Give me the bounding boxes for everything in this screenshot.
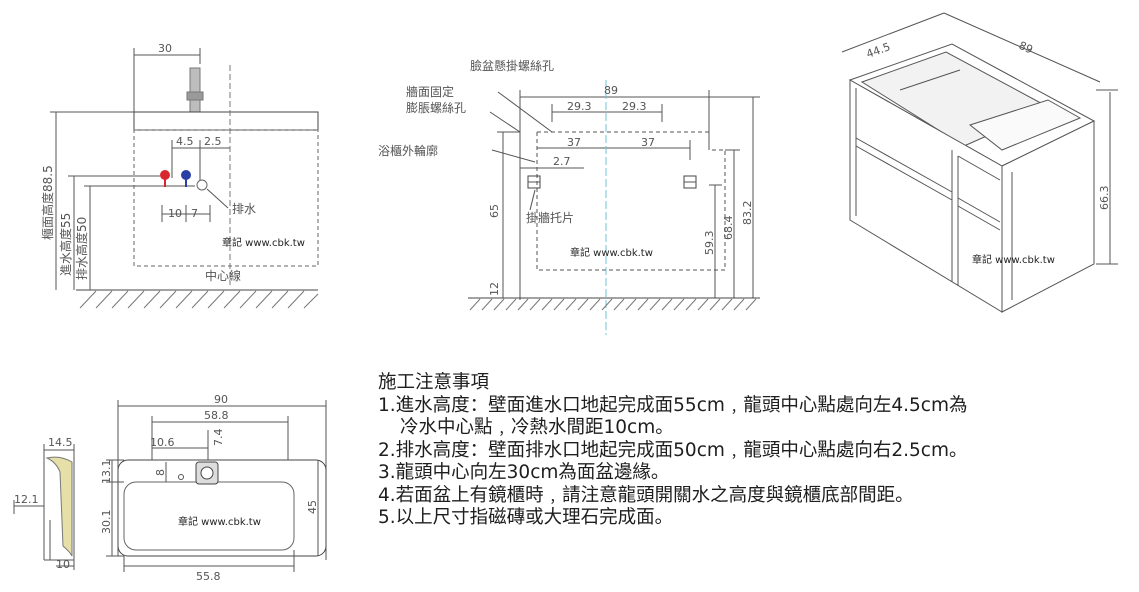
note-line-2: 2.排水高度：壁面排水口地起完成面50cm﹐龍頭中心點處向右2.5cm。 (378, 439, 968, 461)
hang-screw-label: 臉盆懸掛螺絲孔 (470, 58, 554, 73)
dim-30-label: 30 (158, 42, 172, 55)
dim-65-label: 65 (488, 204, 501, 218)
note-line-1: 1.進水高度：壁面進水口地起完成面55cm﹐龍頭中心點處向左4.5cm為 (378, 394, 968, 416)
dim-66-3-label: 66.3 (1098, 186, 1111, 211)
watermark-4: 章記 www.cbk.tw (178, 515, 261, 528)
dim-68-4-label: 68.4 (722, 216, 735, 241)
note-line-1-continued: 冷水中心點﹐冷熱水間距10cm。 (400, 417, 674, 438)
drain-height-label: 排水高度50 (74, 217, 89, 280)
dim-29-3-right-label: 29.3 (622, 100, 647, 113)
cold-water-valve-icon (181, 170, 191, 187)
dim-44-5-label: 44.5 (865, 40, 892, 61)
dim-10-label: 10 (168, 207, 182, 220)
dim-2-7-label: 2.7 (553, 155, 571, 168)
dim-13-1-label: 13.1 (100, 460, 113, 485)
basin-side-view (13, 444, 75, 570)
center-line-label: 中心線 (205, 268, 241, 283)
wall-fix-label-1: 牆面固定 (406, 84, 454, 99)
drain-label: 排水 (232, 202, 256, 216)
dim-29-3-left-label: 29.3 (567, 100, 592, 113)
dim-58-8-label: 58.8 (204, 409, 229, 422)
dim-10-6-label: 10.6 (150, 436, 175, 449)
front-view (468, 80, 760, 335)
dim-2-5-label: 2.5 (204, 135, 222, 148)
note-line-3: 3.龍頭中心向左30cm為面盆邊緣。 (378, 462, 670, 483)
bracket-label: 掛牆托片 (526, 210, 574, 225)
wall-fix-label-2: 膨脹螺絲孔 (406, 100, 466, 115)
cabinet-outline-label: 浴櫃外輪廓 (378, 143, 438, 158)
installation-notes: 施工注意事項 1.進水高度：壁面進水口地起完成面55cm﹐龍頭中心點處向左4.5… (378, 372, 1130, 530)
side-view (50, 48, 319, 309)
dim-83-2-label: 83.2 (741, 201, 754, 226)
note-line-4: 4.若面盆上有鏡櫃時﹐請注意龍頭開關水之高度與鏡櫃底部間距。 (378, 484, 914, 506)
watermark-2: 章記 www.cbk.tw (570, 246, 653, 259)
counter-height-label: 櫃面高度88.5 (40, 165, 55, 240)
dim-45-label: 45 (306, 500, 319, 514)
dim-30-1-label: 30.1 (100, 510, 113, 535)
note-line-5: 5.以上尺寸指磁磚或大理石完成面。 (378, 507, 674, 528)
basin-plan-view (106, 400, 327, 572)
dim-89-iso-label: 89 (1017, 39, 1035, 57)
dim-7-4-label: 7.4 (212, 429, 225, 447)
dim-37-left-label: 37 (567, 136, 581, 149)
dim-12-label: 12 (488, 282, 501, 296)
dim-10-basin-label: 10 (56, 558, 70, 571)
watermark-3: 章記 www.cbk.tw (972, 253, 1055, 266)
dim-37-right-label: 37 (641, 136, 655, 149)
dim-7-label: 7 (191, 207, 198, 220)
dim-14-5-label: 14.5 (48, 436, 73, 449)
inlet-height-label: 進水高度55 (58, 213, 73, 276)
dim-8-label: 8 (154, 469, 167, 476)
dim-12-1-label: 12.1 (14, 493, 39, 506)
dim-4-5-label: 4.5 (176, 135, 194, 148)
hot-water-valve-icon (160, 170, 170, 187)
iso-view (841, 12, 1118, 313)
notes-title: 施工注意事項 (378, 372, 490, 393)
dim-55-8-label: 55.8 (196, 570, 221, 583)
dim-89-label: 89 (604, 84, 618, 97)
dim-90-label: 90 (214, 393, 228, 406)
watermark-1: 章記 www.cbk.tw (222, 236, 305, 249)
dim-59-3-label: 59.3 (703, 231, 716, 256)
